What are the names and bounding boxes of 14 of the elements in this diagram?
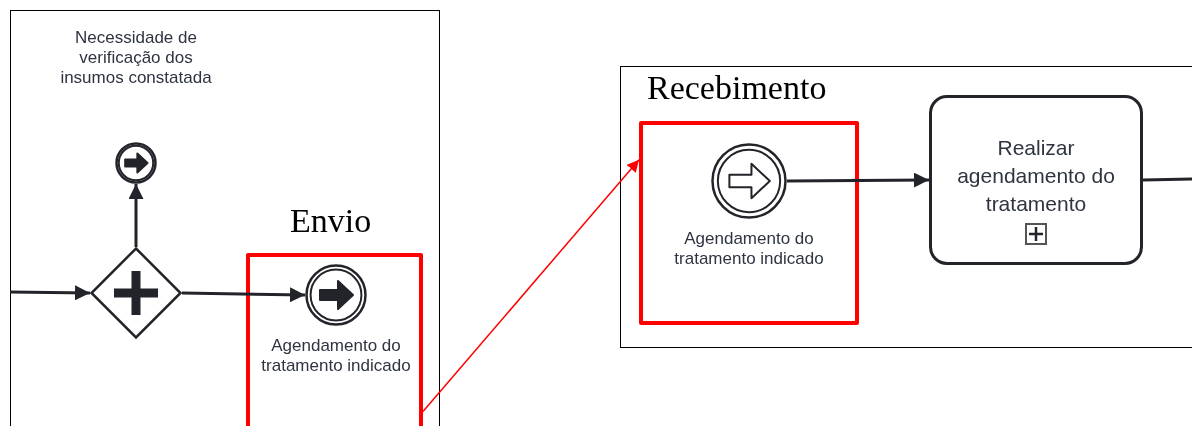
section-heading: Envio xyxy=(290,202,372,240)
sequence-arrow xyxy=(9,285,91,301)
sequence-arrow xyxy=(128,184,144,247)
sequence-arrow xyxy=(422,159,640,413)
event-label: Agendamento do tratamento indicado xyxy=(673,229,825,269)
event-label: Agendamento do tratamento indicado xyxy=(260,336,412,376)
pool-panel xyxy=(10,10,440,426)
task-label: Realizar agendamento do tratamento xyxy=(956,135,1116,217)
pool-panel xyxy=(620,66,1192,348)
sequence-arrow xyxy=(181,287,306,303)
sequence-arrow xyxy=(787,172,929,188)
panel-heading: Recebimento xyxy=(647,69,827,107)
event-label: Necessidade de verificação dos insumos constatada xyxy=(59,28,213,88)
subprocess-box xyxy=(929,95,1143,265)
